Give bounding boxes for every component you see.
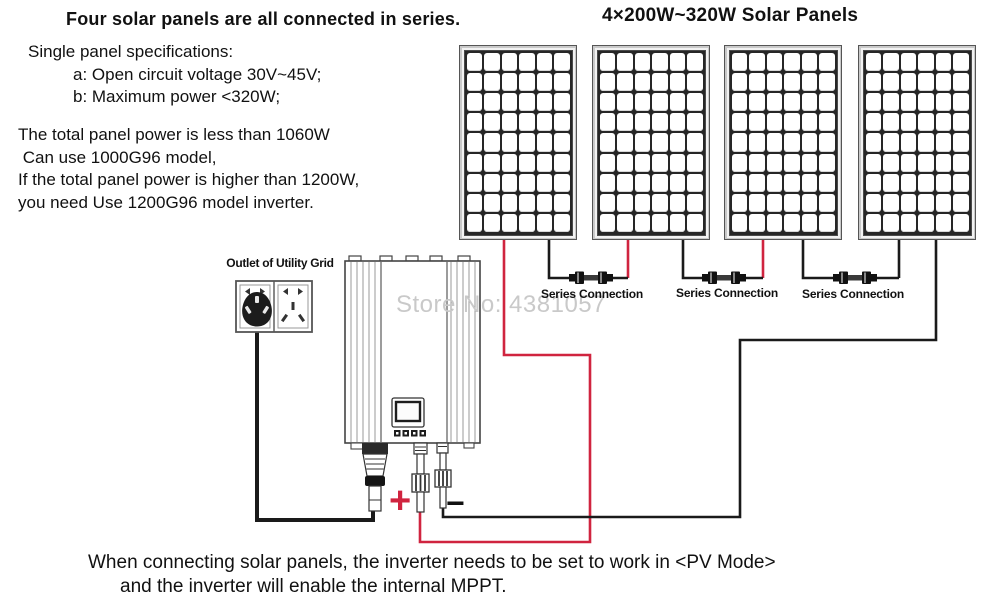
spec-item-a: a: Open circuit voltage 30V~45V;	[73, 65, 322, 84]
inverter-buttons	[394, 430, 426, 437]
socket-slot	[291, 302, 295, 310]
mc4-connector-2	[702, 271, 746, 284]
pv-negative-long-wire	[441, 240, 938, 519]
utility-grid-outlet	[235, 280, 313, 333]
socket-slot	[283, 288, 288, 295]
series-link-2-wire	[681, 240, 763, 280]
solar-panel-2	[592, 45, 710, 240]
pv-positive-connector	[411, 442, 430, 513]
spec-intro: Single panel specifications:	[28, 42, 234, 61]
series-connection-label-1: Series Connection	[541, 287, 643, 301]
outlet-label: Outlet of Utility Grid	[226, 256, 334, 270]
socket-slot	[298, 288, 303, 295]
solar-panel-4	[858, 45, 976, 240]
inverter-fins	[350, 262, 476, 442]
positive-wires	[418, 240, 765, 544]
mc4-connector-1	[569, 271, 613, 284]
socket-slot	[245, 288, 250, 295]
footer-line-1: When connecting solar panels, the invert…	[88, 552, 776, 573]
ac-plug	[242, 292, 272, 327]
pv-negative-connector	[434, 442, 452, 509]
socket-slot	[297, 313, 306, 323]
solar-panel-1	[459, 45, 577, 240]
series-connection-label-2: Series Connection	[676, 286, 778, 300]
pv-positive-long-wire	[418, 240, 592, 544]
series-link-3-wire	[801, 240, 899, 280]
solar-panel-3	[724, 45, 842, 240]
solar-panel-cells	[726, 47, 840, 238]
mc4-connector-3	[833, 271, 877, 284]
footer-line-2: and the inverter will enable the interna…	[120, 576, 507, 597]
store-watermark: Store No: 4381057	[396, 291, 606, 318]
socket-slot	[280, 313, 289, 323]
solar-panel-cells	[594, 47, 708, 238]
power-note-line: you need Use 1200G96 model inverter.	[18, 193, 314, 212]
series-connection-label-3: Series Connection	[802, 287, 904, 301]
heading-series-connection: Four solar panels are all connected in s…	[66, 9, 461, 29]
inverter-port	[463, 442, 475, 449]
series-link-1-wire	[547, 240, 628, 280]
ac-grid-cable	[255, 324, 375, 522]
power-note-line: Can use 1000G96 model,	[18, 148, 217, 167]
negative-terminal-label: −	[446, 485, 465, 521]
power-note-line: The total panel power is less than 1060W	[18, 125, 330, 144]
positive-terminal-label: +	[389, 480, 412, 522]
ac-output-connector	[362, 443, 388, 512]
inverter-display	[391, 397, 425, 428]
grid-tie-inverter	[344, 255, 481, 513]
spec-item-b: b: Maximum power <320W;	[73, 87, 281, 106]
heading-solar-panels: 4×200W~320W Solar Panels	[602, 5, 859, 26]
power-note-line: If the total panel power is higher than …	[18, 170, 360, 189]
solar-panel-cells	[860, 47, 974, 238]
solar-panel-cells	[461, 47, 575, 238]
